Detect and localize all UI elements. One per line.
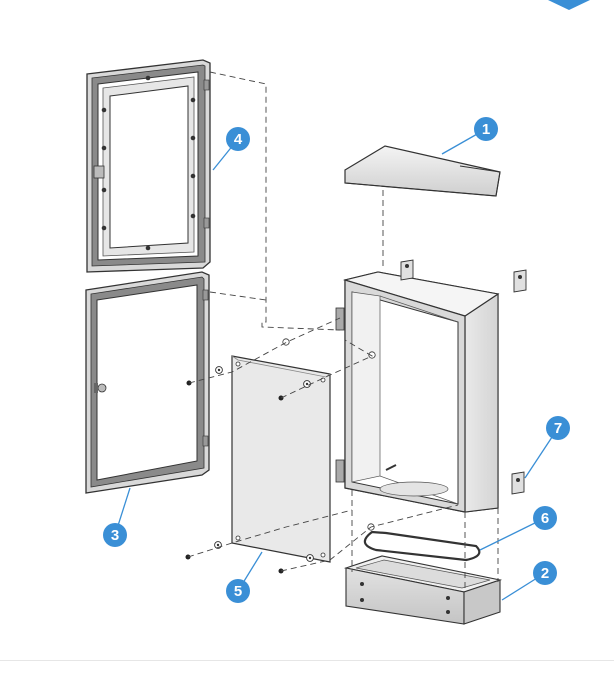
callout-6-label: 6 <box>541 510 549 527</box>
plinth-base <box>343 555 503 625</box>
solid-door <box>85 271 210 494</box>
callout-2-label: 2 <box>541 565 549 582</box>
callout-1-label: 1 <box>482 121 490 138</box>
callout-6: 6 <box>479 506 557 551</box>
callout-3-label: 3 <box>111 527 119 544</box>
callout-4-label: 4 <box>234 131 243 148</box>
gasket <box>363 530 481 562</box>
callout-4: 4 <box>212 127 250 171</box>
callout-5-label: 5 <box>234 583 242 600</box>
window-door-frame <box>86 59 211 273</box>
assembly-lines <box>187 71 499 588</box>
callout-5: 5 <box>226 551 263 603</box>
callout-7: 7 <box>524 416 570 479</box>
callout-7-label: 7 <box>554 420 562 437</box>
wall-bracket-top-right <box>513 269 527 293</box>
callout-2: 2 <box>501 561 557 601</box>
wall-bracket-top-left <box>400 259 414 281</box>
rain-roof <box>344 145 501 197</box>
corner-tab-shape <box>548 0 590 10</box>
bottom-divider <box>0 660 614 661</box>
callout-1: 1 <box>441 117 498 155</box>
wall-bracket-7 <box>511 471 525 495</box>
mounting-plate <box>231 355 331 563</box>
callout-3: 3 <box>103 487 131 547</box>
enclosure-body <box>335 271 500 513</box>
